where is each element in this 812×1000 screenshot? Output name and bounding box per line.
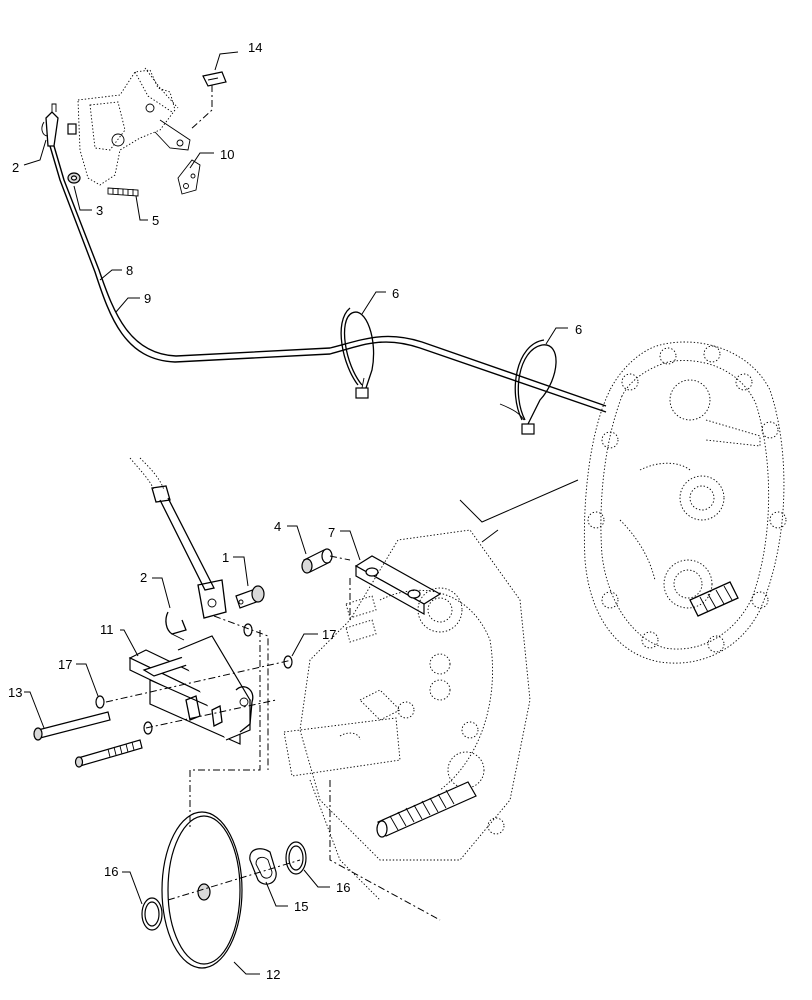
leader-16-left bbox=[122, 871, 143, 905]
callout-10: 10 bbox=[220, 147, 234, 162]
stud-part-4 bbox=[301, 548, 333, 574]
callout-16-right: 16 bbox=[336, 880, 350, 895]
key-part-15 bbox=[249, 848, 277, 885]
pin-part-1 bbox=[235, 585, 265, 609]
leader-17-left bbox=[76, 663, 99, 697]
ring-part-16-left bbox=[141, 897, 163, 931]
callout-4: 4 bbox=[274, 519, 281, 534]
callout-17-right: 17 bbox=[322, 627, 336, 642]
callout-16-left: 16 bbox=[104, 864, 118, 879]
threaded-shaft bbox=[376, 781, 477, 838]
leader-15 bbox=[265, 881, 288, 907]
callout-6-left: 6 bbox=[392, 286, 399, 301]
callout-7: 7 bbox=[328, 525, 335, 540]
leader-12 bbox=[233, 961, 260, 975]
lower-cable-end bbox=[129, 457, 227, 619]
plate-part-7 bbox=[354, 555, 442, 616]
leader-11 bbox=[120, 629, 139, 657]
leader-5 bbox=[135, 195, 148, 221]
leader-14 bbox=[214, 51, 239, 71]
callout-14: 14 bbox=[248, 40, 262, 55]
callout-2-top: 2 bbox=[12, 160, 19, 175]
leader-2-lower bbox=[152, 577, 171, 609]
ring-part-16-right bbox=[285, 841, 307, 875]
leader-10 bbox=[189, 152, 214, 169]
pin-part-5 bbox=[107, 187, 139, 197]
leader-7 bbox=[340, 530, 361, 561]
callout-9: 9 bbox=[144, 291, 151, 306]
callout-12: 12 bbox=[266, 967, 280, 982]
callout-6-right: 6 bbox=[575, 322, 582, 337]
callout-2-lower: 2 bbox=[140, 570, 147, 585]
leader-9 bbox=[115, 297, 140, 313]
nut-part-3 bbox=[67, 172, 81, 184]
leader-lines bbox=[23, 51, 568, 975]
leader-4 bbox=[287, 525, 307, 555]
leader-3 bbox=[73, 185, 92, 211]
bolt-threaded bbox=[74, 739, 143, 768]
cable-tie-part-6-left bbox=[340, 307, 375, 399]
cable-tie-part-6-right bbox=[499, 339, 557, 435]
pedal-bracket-assembly bbox=[77, 67, 213, 195]
callout-8: 8 bbox=[126, 263, 133, 278]
clip-part-2-lower bbox=[165, 611, 187, 641]
callout-11: 11 bbox=[100, 622, 114, 637]
leader-17-right bbox=[291, 633, 318, 657]
gearbox-housing bbox=[583, 341, 787, 664]
leader-2-top bbox=[23, 139, 47, 166]
leader-8 bbox=[99, 269, 122, 281]
engine-housing bbox=[283, 529, 531, 901]
control-cable bbox=[49, 145, 607, 413]
callout-17-left: 17 bbox=[58, 657, 72, 672]
cable-end-part-2-top bbox=[41, 103, 77, 147]
leader-16-right bbox=[303, 869, 330, 888]
assembly-center-lines bbox=[105, 555, 441, 921]
leader-6-right bbox=[545, 327, 568, 345]
gearbox-output-shaft bbox=[689, 581, 739, 617]
leader-1 bbox=[233, 556, 249, 587]
leader-13 bbox=[24, 691, 45, 729]
detail-view-leader bbox=[459, 479, 579, 543]
callout-13: 13 bbox=[8, 685, 22, 700]
clip-part-14 bbox=[202, 71, 227, 87]
callout-3: 3 bbox=[96, 203, 103, 218]
leader-6-left bbox=[361, 291, 386, 315]
callout-1: 1 bbox=[222, 550, 229, 565]
bracket-part-11 bbox=[128, 635, 254, 745]
bolt-part-13 bbox=[33, 711, 111, 741]
callout-numbers: 14 2 3 5 10 8 9 6 6 4 7 1 2 11 17 17 13 … bbox=[8, 40, 582, 982]
callout-5: 5 bbox=[152, 213, 159, 228]
callout-15: 15 bbox=[294, 899, 308, 914]
